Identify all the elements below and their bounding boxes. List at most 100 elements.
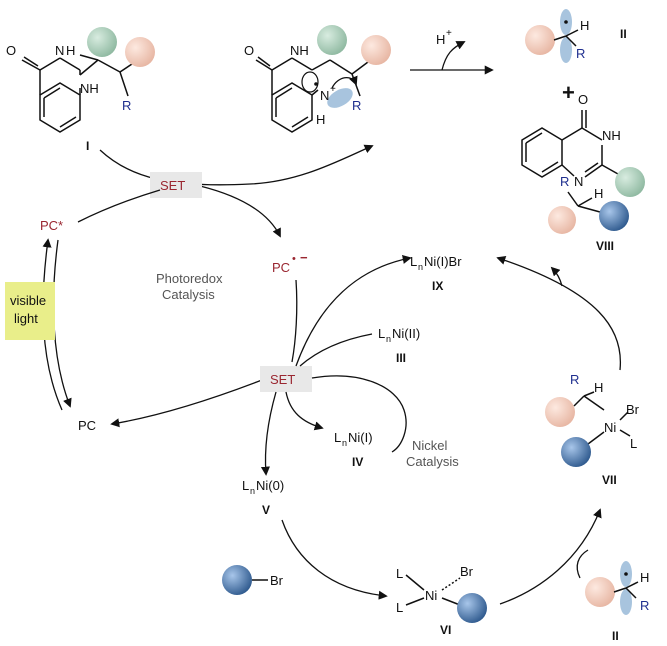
atom-NH: H <box>66 43 75 58</box>
label-IX: IX <box>432 279 443 293</box>
species-IX: L n Ni(I)Br IX <box>410 254 462 293</box>
svg-text:n: n <box>250 486 255 496</box>
blue-sphere <box>222 565 252 595</box>
label-IV: IV <box>352 455 363 469</box>
pc-anion-down <box>291 279 298 363</box>
pc-ground: PC <box>78 418 96 433</box>
svg-text:L: L <box>396 566 403 581</box>
light-arrow-2 <box>52 239 72 408</box>
substituent-R-II: R <box>576 46 585 61</box>
photoredox-catalysis-label: Catalysis <box>162 287 215 302</box>
proton-H: H <box>436 32 445 47</box>
pc-radical-anion: PC <box>272 260 290 275</box>
proton-release: H + <box>410 28 494 75</box>
plus-sign: + <box>562 80 575 105</box>
svg-text:L: L <box>396 600 403 615</box>
set-to-iv <box>285 391 324 431</box>
vi-to-vii <box>499 508 602 605</box>
compound-I: O H N NH R I <box>6 27 155 153</box>
vii-to-ix <box>496 255 622 371</box>
arrow-to-pc <box>110 379 263 428</box>
arrow-to-radical-cation <box>99 144 374 186</box>
pc-minus: − <box>300 250 308 265</box>
atom-NH-3: NH <box>602 128 621 143</box>
set-mid-label: SET <box>270 372 295 387</box>
label-VIII: VIII <box>596 239 614 253</box>
quinazolinone-product: O NH N <box>521 92 645 197</box>
product-release <box>550 266 563 287</box>
product-VIII: R H VIII <box>548 174 629 253</box>
substituent-R-VIII: R <box>560 174 569 189</box>
species-V: L n Ni(0) V <box>242 478 284 517</box>
atom-N-3: N <box>574 174 583 189</box>
pc-dot: • <box>292 253 296 265</box>
svg-text:Ni(I): Ni(I) <box>348 430 373 445</box>
atom-Br-reagent: Br <box>270 573 284 588</box>
species-VII: R H Ni Br L VII <box>545 372 640 487</box>
svg-text:n: n <box>418 262 423 272</box>
green-sphere-2 <box>317 25 347 55</box>
substituent-R: R <box>122 98 131 113</box>
atom-N: N <box>55 43 64 58</box>
atom-NH-2: NH <box>290 43 309 58</box>
atom-H-II-b: H <box>640 570 649 585</box>
label-III: III <box>396 351 406 365</box>
svg-text:Ni(II): Ni(II) <box>392 326 420 341</box>
atom-O-3: O <box>578 92 588 107</box>
substituent-R-II-b: R <box>640 598 649 613</box>
atom-O: O <box>6 43 16 58</box>
svg-text:L: L <box>242 478 249 493</box>
atom-N-plus: N <box>320 88 329 103</box>
atom-Ni-VII: Ni <box>604 420 616 435</box>
aryl-bromide: Br <box>222 565 284 595</box>
species-IV: L n Ni(I) IV <box>334 430 373 469</box>
atom-O-2: O <box>244 43 254 58</box>
charge-plus: + <box>330 84 336 95</box>
label-II-bottom: II <box>612 629 619 643</box>
svg-text:L: L <box>378 326 385 341</box>
atom-H-II: H <box>580 18 589 33</box>
green-sphere <box>87 27 117 57</box>
atom-L-VII: L <box>630 436 637 451</box>
svg-text:L: L <box>334 430 341 445</box>
proton-plus: + <box>446 28 452 39</box>
visible-label: visible <box>10 293 46 308</box>
label-V: V <box>262 503 270 517</box>
set-box-top <box>150 172 202 198</box>
green-sphere-3 <box>615 167 645 197</box>
atom-NH2: NH <box>80 81 99 96</box>
pink-sphere-2 <box>361 35 391 65</box>
radical-II-top: H R II <box>525 9 627 63</box>
iv-loop <box>311 375 407 453</box>
ix-to-set <box>295 254 412 367</box>
arrow-to-pc-anion <box>199 185 281 238</box>
visible-light-box <box>5 282 55 340</box>
nickel-label: Nickel <box>412 438 448 453</box>
atom-H-VII: H <box>594 380 603 395</box>
substituent-R-VII: R <box>570 372 579 387</box>
label-II-top: II <box>620 27 627 41</box>
atom-Br-VI: Br <box>460 564 474 579</box>
set-top-label: SET <box>160 178 185 193</box>
label-VI: VI <box>440 623 451 637</box>
atom-H-VIII: H <box>594 186 603 201</box>
ii-into-arrow <box>576 549 589 579</box>
label-VII: VII <box>602 473 617 487</box>
iii-to-set <box>299 333 373 367</box>
nickel-catalysis-label: Catalysis <box>406 454 459 469</box>
orbital-lobe <box>327 88 353 108</box>
svg-text:Ni(0): Ni(0) <box>256 478 284 493</box>
v-to-vi <box>281 519 388 600</box>
label-I: I <box>86 139 89 153</box>
pc-star: PC* <box>40 218 63 233</box>
substituent-R-2: R <box>352 98 361 113</box>
svg-text:n: n <box>342 438 347 448</box>
svg-text:Ni(I)Br: Ni(I)Br <box>424 254 462 269</box>
svg-text:n: n <box>386 334 391 344</box>
species-VI: L L Ni Br VI <box>396 564 487 637</box>
pc-star-to-set <box>77 189 161 223</box>
species-III: L n Ni(II) III <box>378 326 420 365</box>
atom-H-N: H <box>316 112 325 127</box>
